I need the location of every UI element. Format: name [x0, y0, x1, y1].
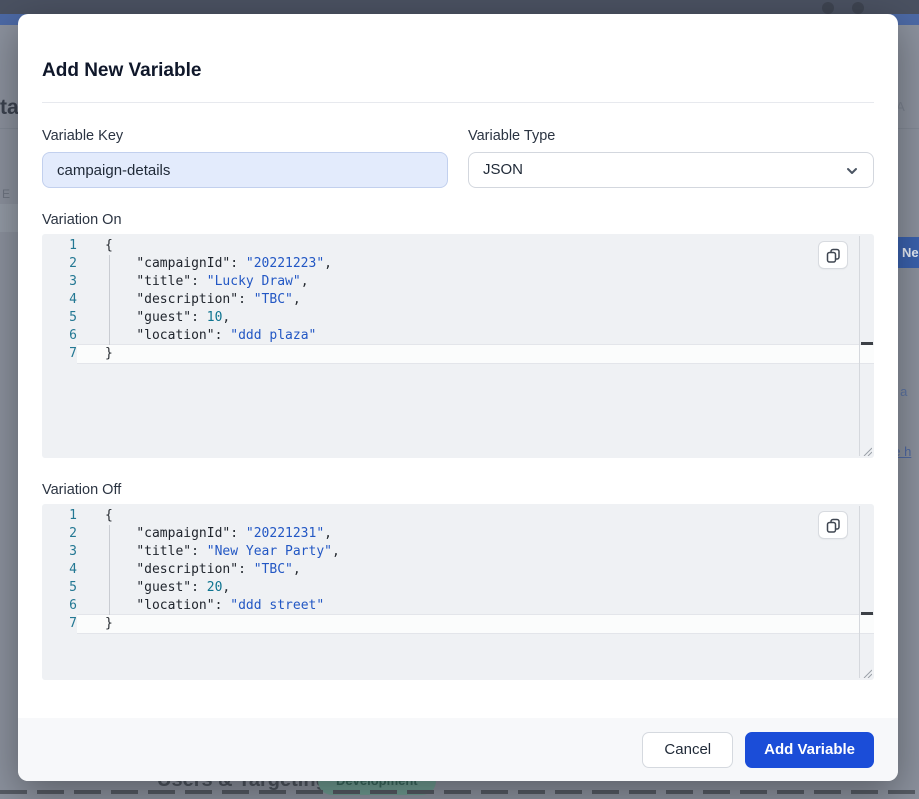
code-line: { [77, 507, 874, 525]
code-line: "guest": 10, [77, 309, 874, 327]
topbar-avatar-icon [822, 2, 834, 14]
variable-type-value: JSON [483, 161, 523, 178]
background-new-variable-button-fragment: Ne [897, 237, 919, 268]
line-number: 6 [42, 327, 77, 345]
code-line: "title": "New Year Party", [77, 543, 874, 561]
copy-button[interactable] [818, 241, 848, 269]
indent-guide [109, 525, 110, 615]
line-number: 1 [42, 237, 77, 255]
indent-guide [109, 255, 110, 345]
editor-gutter: 1234567 [42, 507, 77, 633]
fields-row: Variable Key Variable Type JSON [42, 128, 874, 188]
add-variable-button[interactable]: Add Variable [745, 732, 874, 768]
code-line: "campaignId": "20221231", [77, 525, 874, 543]
variable-key-input[interactable] [42, 152, 448, 188]
line-number: 5 [42, 309, 77, 327]
code-line: "location": "ddd plaza" [77, 327, 874, 345]
code-line: "location": "ddd street" [77, 597, 874, 615]
line-number: 3 [42, 543, 77, 561]
background-label-fragment: E [2, 187, 10, 201]
copy-button[interactable] [818, 511, 848, 539]
line-number: 3 [42, 273, 77, 291]
variation-off-label: Variation Off [42, 482, 874, 498]
editor-code[interactable]: { "campaignId": "20221231", "title": "Ne… [77, 507, 874, 633]
background-dashed-border [0, 790, 919, 794]
line-number: 6 [42, 597, 77, 615]
line-number: 1 [42, 507, 77, 525]
code-line: "title": "Lucky Draw", [77, 273, 874, 291]
copy-icon [824, 516, 842, 534]
code-line: { [77, 237, 874, 255]
variation-off-editor[interactable]: 1234567 { "campaignId": "20221231", "tit… [42, 504, 874, 680]
line-number: 7 [42, 345, 77, 363]
resize-grip-icon[interactable] [862, 668, 872, 678]
line-number: 4 [42, 291, 77, 309]
scrollbar-thumb[interactable] [861, 342, 873, 345]
topbar-avatar-icon [852, 2, 864, 14]
variable-type-label: Variable Type [468, 128, 874, 144]
variation-on-label: Variation On [42, 212, 874, 228]
variation-on-editor[interactable]: 1234567 { "campaignId": "20221223", "tit… [42, 234, 874, 458]
chevron-down-icon [844, 163, 860, 179]
editor-gutter: 1234567 [42, 237, 77, 363]
scrollbar-thumb[interactable] [861, 612, 873, 615]
browser-top-bar [0, 0, 919, 14]
resize-grip-icon[interactable] [862, 446, 872, 456]
code-line: } [77, 345, 874, 363]
variation-off-section: Variation Off 1234567 { "campaignId": "2… [42, 482, 874, 680]
line-number: 2 [42, 525, 77, 543]
line-number: 2 [42, 255, 77, 273]
editor-code[interactable]: { "campaignId": "20221223", "title": "Lu… [77, 237, 874, 363]
variable-key-field: Variable Key [42, 128, 448, 188]
line-number: 4 [42, 561, 77, 579]
scrollbar-track [859, 236, 860, 456]
code-line: "campaignId": "20221223", [77, 255, 874, 273]
background-control-fragment [0, 204, 18, 232]
code-line: "guest": 20, [77, 579, 874, 597]
line-number: 5 [42, 579, 77, 597]
modal-title: Add New Variable [42, 60, 874, 82]
modal-title-divider [42, 102, 874, 103]
variable-key-label: Variable Key [42, 128, 448, 144]
copy-icon [824, 246, 842, 264]
variable-type-select[interactable]: JSON [468, 152, 874, 188]
cancel-button[interactable]: Cancel [642, 732, 733, 768]
line-number: 7 [42, 615, 77, 633]
code-line: "description": "TBC", [77, 291, 874, 309]
code-line: } [77, 615, 874, 633]
variation-on-section: Variation On 1234567 { "campaignId": "20… [42, 212, 874, 458]
scrollbar-track [859, 506, 860, 678]
code-line: "description": "TBC", [77, 561, 874, 579]
modal-footer: Cancel Add Variable [18, 718, 898, 781]
variable-type-field: Variable Type JSON [468, 128, 874, 188]
add-new-variable-modal: Add New Variable Variable Key Variable T… [18, 14, 898, 781]
